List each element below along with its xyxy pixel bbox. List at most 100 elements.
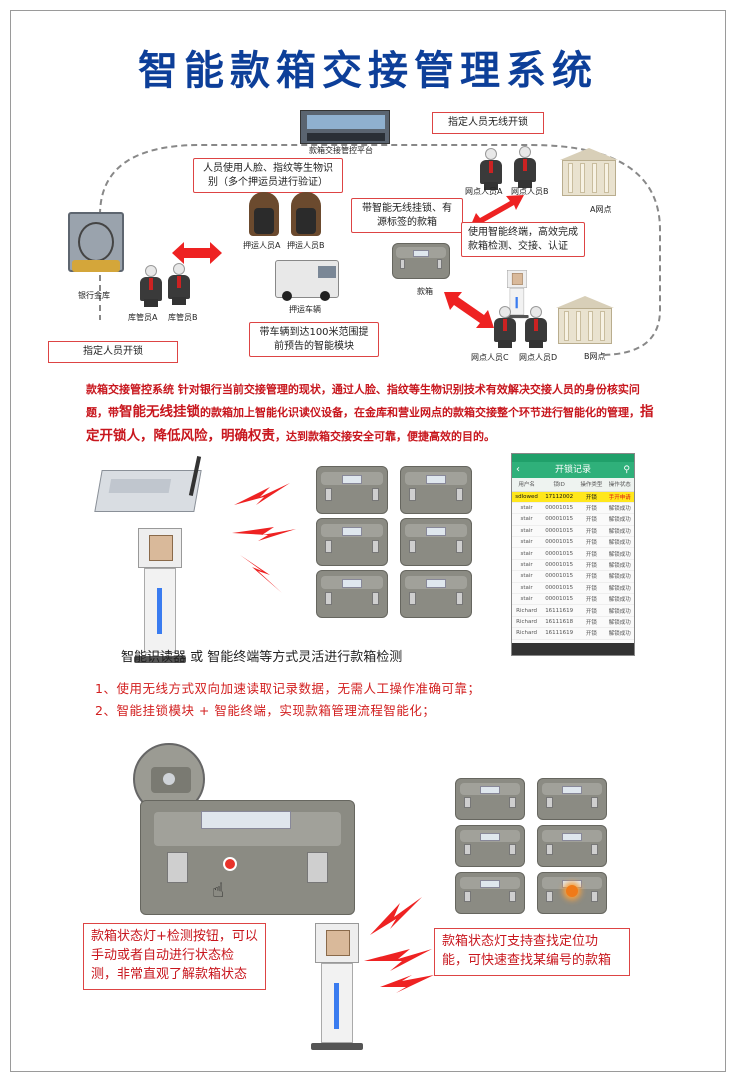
callout-designated-unlock: 指定人员开锁: [48, 341, 178, 363]
cash-box-b3: [455, 825, 525, 867]
cash-box-b4: [537, 825, 607, 867]
bank-vault-image: [68, 212, 124, 272]
wireless-signal-bolts: [232, 483, 296, 593]
table-cell: 手开申请: [605, 491, 634, 503]
table-cell: 00001015: [541, 502, 578, 515]
callout-smart-box: 带智能无线挂锁、有源标签的款箱: [351, 198, 463, 233]
table-cell: 开锁: [577, 513, 606, 526]
cash-box-1: [316, 466, 388, 514]
feature-point-1: 1、使用无线方式双向加速读取记录数据，无需人工操作准确可靠；: [95, 681, 481, 696]
back-chevron-icon[interactable]: ‹: [516, 464, 520, 475]
escort-b-label: 押运人员B: [287, 241, 325, 250]
table-cell: 16111619: [541, 604, 578, 617]
table-cell: 解锁成功: [605, 559, 634, 572]
cash-box-b1: [455, 778, 525, 820]
table-cell: 00001015: [541, 582, 578, 595]
page-frame: [10, 10, 726, 1072]
callout-biometric: 人员使用人脸、指纹等生物识别（多个押运员进行验证）: [193, 158, 343, 193]
table-cell: sdlowed: [512, 491, 542, 503]
table-cell: 解锁成功: [605, 604, 634, 617]
callout-truck-module: 带车辆到达100米范围提前预告的智能模块: [249, 322, 379, 357]
system-description: 款箱交接管控系统 针对银行当前交接管理的现状，通过人脸、指纹等生物识别技术有效解…: [86, 383, 654, 445]
table-cell: stair: [512, 559, 542, 572]
column-header: 操作类型: [577, 478, 606, 492]
phone-status-bar: [512, 454, 634, 462]
table-cell: Richard: [512, 604, 542, 617]
cash-box-3: [316, 518, 388, 566]
callout-locate-function: 款箱状态灯支持查找定位功能，可快速查找某编号的款箱: [434, 928, 630, 976]
cash-box-4: [400, 518, 472, 566]
cash-box-b2: [537, 778, 607, 820]
table-cell: 开锁: [577, 559, 606, 572]
outlet-a-person-a-label: 网点人员A: [465, 187, 503, 196]
table-cell: 00001015: [541, 593, 578, 606]
cash-box-6: [400, 570, 472, 618]
table-cell: 开锁: [577, 491, 606, 503]
table-cell: 开锁: [577, 582, 606, 595]
table-cell: 00001015: [541, 536, 578, 549]
table-cell: stair: [512, 502, 542, 515]
table-cell: 00001015: [541, 513, 578, 526]
locate-light-icon: [566, 885, 578, 897]
keeper-a-figure: [140, 265, 162, 307]
table-cell: stair: [512, 513, 542, 526]
box-label: 款箱: [417, 287, 433, 296]
hand-pointer-icon: ☝: [212, 878, 225, 902]
table-cell: 解锁成功: [605, 582, 634, 595]
column-header: 锁ID: [541, 478, 578, 492]
table-cell: 解锁成功: [605, 570, 634, 583]
table-cell: 开锁: [577, 536, 606, 549]
outlet-a-person-b-label: 网点人员B: [511, 187, 549, 196]
table-cell: 开锁: [577, 593, 606, 606]
search-icon[interactable]: ⚲: [623, 465, 630, 475]
table-cell: stair: [512, 547, 542, 560]
status-light-icon[interactable]: [223, 857, 237, 871]
cash-box-image: [392, 243, 450, 279]
table-cell: 16111618: [541, 616, 578, 629]
table-cell: 00001015: [541, 559, 578, 572]
table-cell: 解锁成功: [605, 627, 634, 640]
column-header: 用户名: [512, 478, 542, 492]
table-cell: 17112002: [541, 491, 578, 503]
table-cell: stair: [512, 536, 542, 549]
outlet-b-building: [556, 296, 614, 346]
table-cell: stair: [512, 593, 542, 606]
table-cell: 解锁成功: [605, 547, 634, 560]
table-cell: 解锁成功: [605, 513, 634, 526]
page-title: 智能款箱交接管理系统: [138, 48, 598, 94]
detection-caption: 智能识读器 或 智能终端等方式灵活进行款箱检测: [121, 650, 403, 665]
keeper-b-figure: [168, 263, 190, 305]
table-cell: 开锁: [577, 604, 606, 617]
table-cell: 解锁成功: [605, 536, 634, 549]
outlet-b-person-c: [494, 306, 516, 348]
table-cell: stair: [512, 525, 542, 538]
table-cell: 解锁成功: [605, 525, 634, 538]
callout-status-light-button: 款箱状态灯+检测按钮，可以手动或者自动进行状态检测，非常直观了解款箱状态: [83, 923, 266, 990]
table-cell: stair: [512, 570, 542, 583]
bottom-signal-bolts: [364, 897, 434, 993]
table-cell: 00001015: [541, 525, 578, 538]
table-cell: 解锁成功: [605, 502, 634, 515]
table-cell: 开锁: [577, 616, 606, 629]
cash-box-b5: [455, 872, 525, 914]
phone-nav-bar: [512, 643, 634, 655]
table-cell: Richard: [512, 627, 542, 640]
smart-reader-device: [94, 470, 202, 512]
table-cell: 开锁: [577, 627, 606, 640]
table-cell: stair: [512, 582, 542, 595]
